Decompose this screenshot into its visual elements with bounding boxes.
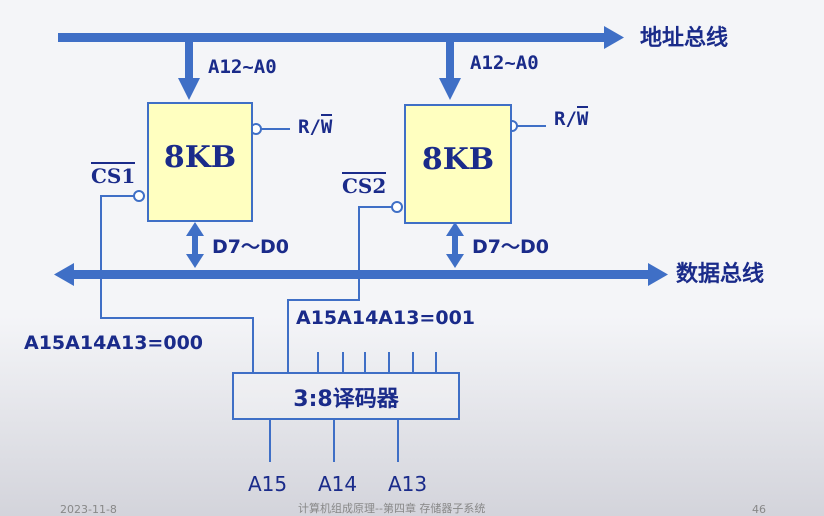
chip2-address-label: A12~A0 [470, 52, 539, 74]
decoder-input-a15: A15 [248, 472, 288, 496]
decoder-outputs [317, 352, 437, 372]
footer-date: 2023-11-8 [60, 503, 117, 516]
chip1-cs-label: CS1 [91, 162, 136, 188]
rw-pin-chip1 [250, 123, 290, 135]
chip1-capacity: 8KB [163, 140, 237, 175]
decoder-input-a13: A13 [388, 472, 428, 496]
address-bus [58, 26, 624, 49]
chip1-address-label: A12~A0 [208, 56, 277, 78]
condition-000-label: A15A14A13=000 [24, 332, 204, 354]
chip2-capacity: 8KB [421, 142, 495, 177]
data-arrow-chip2 [446, 222, 464, 268]
footer-page: 46 [752, 503, 766, 516]
chip2-rw-label: R/W [554, 106, 589, 130]
chip2-cs-label: CS2 [342, 172, 387, 198]
data-arrow-chip1 [186, 222, 204, 268]
decoder-label: 3:8译码器 [293, 387, 399, 412]
address-arrow-chip1 [178, 42, 200, 100]
data-bus-label: 数据总线 [676, 262, 765, 287]
cs2-line [287, 201, 403, 372]
chip1-rw-bar: W [320, 114, 333, 138]
decoder-box: 3:8译码器 [232, 372, 460, 420]
chip1-rw-label: R/W [298, 114, 333, 138]
address-arrow-chip2 [439, 42, 461, 100]
chip2-data-label: D7～D0 [472, 236, 549, 258]
chip2-rw-bar: W [576, 106, 589, 130]
memory-chip-2: 8KB [404, 104, 512, 224]
chip2-rw-prefix: R/ [554, 108, 577, 130]
memory-chip-1: 8KB [147, 102, 253, 222]
rw-pin-chip2 [506, 120, 546, 132]
decoder-input-a14: A14 [318, 472, 358, 496]
decoder-inputs [269, 418, 399, 462]
data-bus [54, 263, 668, 286]
footer-course: 计算机组成原理--第四章 存储器子系统 [298, 502, 486, 515]
chip1-rw-prefix: R/ [298, 116, 321, 138]
cs1-line [100, 190, 254, 372]
condition-001-label: A15A14A13=001 [296, 307, 476, 329]
address-bus-label: 地址总线 [640, 26, 729, 51]
chip1-data-label: D7～D0 [212, 236, 289, 258]
background-building [0, 316, 824, 516]
